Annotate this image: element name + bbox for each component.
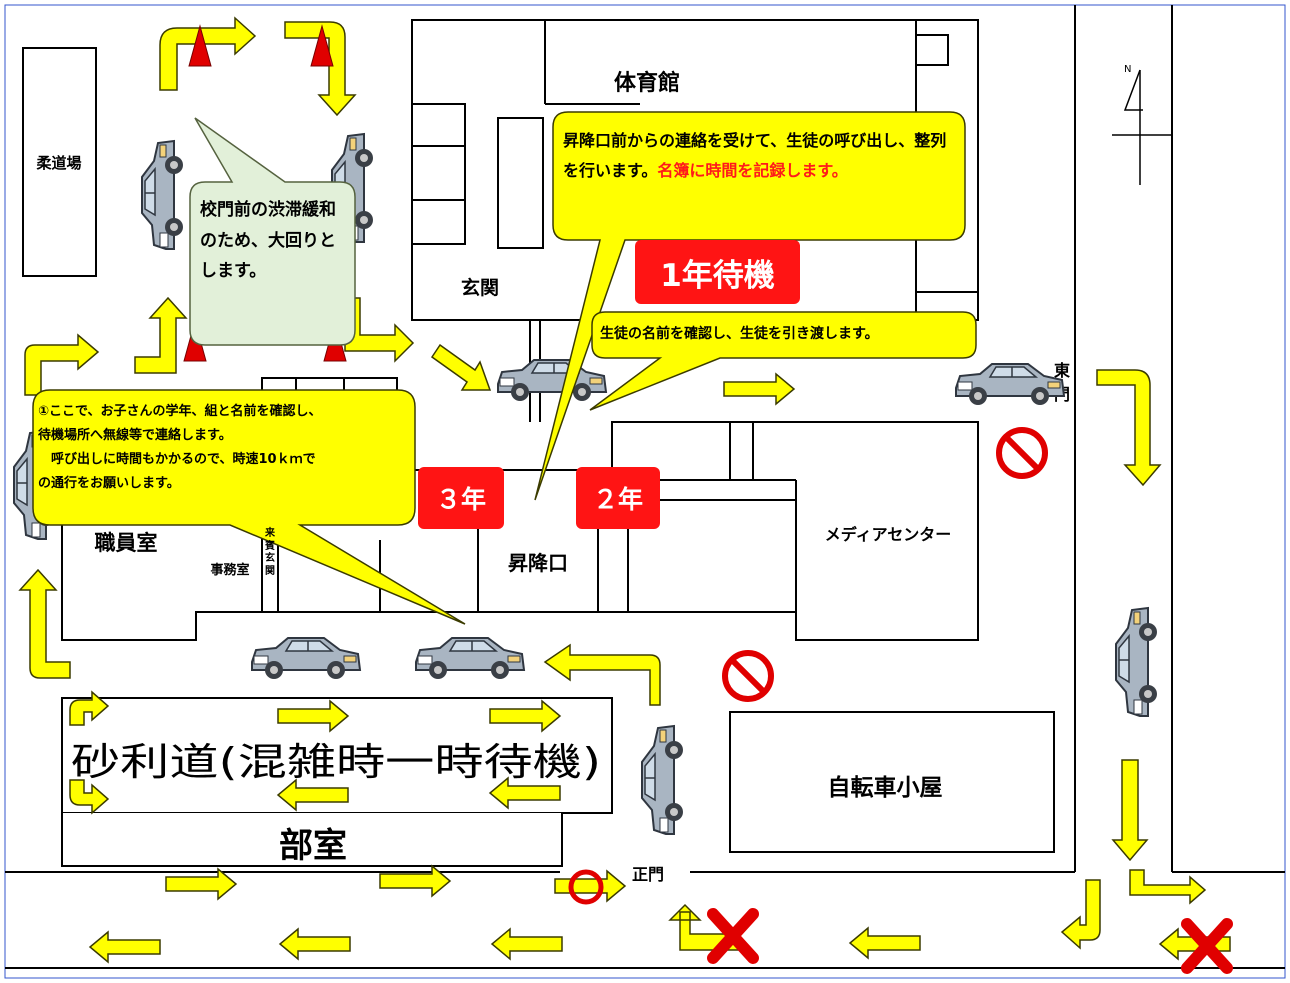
- staff-room-label: 職員室: [95, 531, 158, 555]
- confirm-callout-bubble: [32, 389, 466, 625]
- flow-arrow-icon: [1111, 759, 1149, 862]
- grade2-waiting-tag: ２年: [576, 467, 660, 529]
- flow-arrow-icon: [18, 568, 71, 679]
- no-entry-icon: [999, 430, 1045, 476]
- flow-arrow-icon: [69, 690, 110, 726]
- flow-arrow-icon: [134, 296, 188, 374]
- car-icon: [641, 725, 684, 835]
- confirm-line-3: 呼び出しに時間もかかるので、時速10ｋｍで: [38, 452, 316, 468]
- gravel-road-label: 砂利道(混雑時一時待機): [71, 740, 601, 784]
- club-room-building: [61, 813, 563, 867]
- car-icon: [1115, 607, 1158, 717]
- confirm-line-1: ①ここで、お子さんの学年、組と名前を確認し、: [38, 404, 322, 419]
- car-icon: [955, 363, 1065, 406]
- flow-arrow-icon: [159, 16, 257, 91]
- judo-hall-label: 柔道場: [36, 154, 81, 172]
- call-students-callout-bubble: [534, 111, 966, 501]
- car-icon: [141, 140, 184, 250]
- ok-circle-icon: [568, 869, 604, 905]
- office-label: 事務室: [210, 562, 249, 578]
- confirm-callout-text: ①ここで、お子さんの学年、組と名前を確認し、 待機場所へ無線等で連絡します。 呼…: [38, 400, 418, 496]
- handover-callout-text: 生徒の名前を確認し、生徒を引き渡します。: [600, 326, 879, 342]
- media-center-label: メディアセンター: [825, 525, 952, 544]
- flow-arrow-icon: [284, 21, 357, 117]
- flow-arrow-icon: [1096, 369, 1162, 487]
- call-students-text: 昇降口前からの連絡を受けて、生徒の呼び出し、整列を行います。: [563, 131, 947, 181]
- flow-arrow-icon: [543, 643, 661, 706]
- judo-hall-building: [22, 47, 97, 277]
- shoe-area-label: 昇降口: [508, 551, 568, 575]
- flow-arrow-icon: [430, 343, 492, 391]
- flow-arrow-icon: [1060, 879, 1101, 950]
- flow-arrow-icon: [344, 297, 415, 363]
- record-time-text: 名簿に時間を記録します。: [657, 161, 848, 181]
- main-gate-label: 正門: [632, 865, 664, 884]
- detour-callout-bubble: [189, 117, 356, 346]
- detour-callout-text: 校門前の渋滞緩和のため、大回りとします。: [200, 200, 336, 282]
- bicycle-shed-label: 自転車小屋: [828, 774, 943, 801]
- gymnasium-label: 体育館: [614, 70, 680, 96]
- bicycle-shed-building: [729, 711, 1055, 853]
- compass-north-letter: N: [1124, 64, 1131, 75]
- no-entry-icon: [725, 653, 771, 699]
- car-icon: [251, 637, 361, 680]
- confirm-line-2: 待機場所へ無線等で連絡します。: [38, 428, 232, 444]
- club-room-label: 部室: [279, 826, 347, 866]
- flow-arrow-icon: [69, 779, 110, 815]
- traffic-flow-arrows: [18, 16, 1207, 951]
- grade1-waiting-tag: 1年待機: [635, 240, 800, 304]
- flow-arrow-icon: [24, 333, 100, 396]
- handover-callout-bubble: [589, 311, 977, 411]
- road-lines: [5, 5, 1285, 969]
- car-icon: [497, 359, 607, 402]
- north-compass-icon: [1112, 69, 1172, 185]
- grade3-waiting-tag: ３年: [418, 467, 504, 529]
- east-gate-label-1: 東: [1054, 361, 1070, 380]
- car-icon: [415, 637, 525, 680]
- flow-arrow-icon: [1129, 869, 1207, 905]
- guest-entrance-label: 来賓玄関: [265, 528, 275, 577]
- call-students-callout-text: 昇降口前からの連絡を受けて、生徒の呼び出し、整列を行います。名簿に時間を記録しま…: [563, 126, 958, 187]
- confirm-line-4: の通行をお願いします。: [38, 476, 180, 492]
- entrance-label: 玄関: [461, 276, 499, 299]
